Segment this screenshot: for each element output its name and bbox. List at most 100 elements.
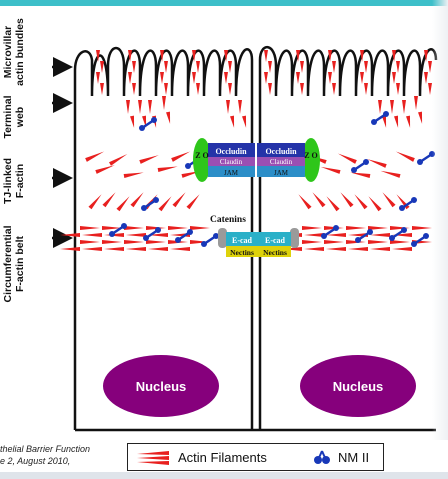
circumferential-filament	[82, 233, 102, 237]
microvillar-filament	[392, 50, 396, 62]
nectin-label-right: Nectins	[263, 248, 287, 257]
microvillar-filament	[96, 50, 100, 62]
tj-actin-filament	[337, 153, 357, 164]
tj-linked-actin	[85, 151, 415, 212]
circumferential-filament	[392, 233, 412, 237]
myosin-motor	[399, 197, 417, 211]
circumferential-filament	[412, 226, 432, 230]
microvillar-filament	[296, 50, 300, 62]
adherens-junction-complex: Catenins E-cad E-cad Nectins Nectins	[210, 215, 299, 257]
tj-actin-filament	[312, 192, 326, 208]
tj-actin-filament	[395, 151, 415, 162]
microvillar-filament	[328, 50, 332, 62]
circumferential-filament	[60, 233, 80, 237]
nucleus-left	[103, 355, 219, 417]
terminal-web-filament	[390, 100, 394, 114]
microvillar-filament	[364, 61, 368, 73]
nucleus-label-left: Nucleus	[136, 379, 187, 394]
microvillar-filament	[264, 72, 268, 84]
catenin-plug-left	[218, 228, 227, 248]
catenin-plug-right	[290, 228, 299, 248]
jam-right	[257, 166, 305, 177]
tj-actin-filament	[130, 192, 144, 208]
circumferential-filament	[102, 226, 122, 230]
microvillar-filament	[100, 61, 104, 73]
microvillar-filament	[360, 72, 364, 84]
claudin-left	[208, 157, 255, 166]
myosin-motor	[355, 229, 373, 243]
ecad-left	[226, 232, 259, 246]
microvillar-filament	[196, 61, 200, 73]
tj-actin-filament	[326, 196, 340, 212]
microvillar-actin-bundles-left	[96, 50, 232, 95]
microvillar-filament	[132, 61, 136, 73]
circumferential-filament	[346, 226, 366, 230]
tj-actin-filament	[350, 172, 371, 178]
microvillar-filament	[128, 72, 132, 84]
microvillar-filament	[132, 83, 136, 95]
circumferential-filament	[124, 240, 144, 244]
circumferential-filament	[368, 226, 388, 230]
circumferential-filament	[370, 233, 390, 237]
microvillar-filament	[296, 72, 300, 84]
legend: Actin Filaments NM II	[127, 443, 384, 471]
circumferential-filament	[168, 226, 188, 230]
microvillar-filament	[224, 50, 228, 62]
source-line-1: thelial Barrier Function	[0, 444, 91, 454]
microvillar-filament	[268, 83, 272, 95]
circumferential-filament	[80, 226, 100, 230]
microvillar-filament	[332, 83, 336, 95]
tj-actin-filament	[171, 151, 191, 162]
terminal-web-filament	[130, 115, 135, 128]
microvillar-filament	[396, 83, 400, 95]
microvillar-filament	[424, 72, 428, 84]
terminal-web-filament	[414, 96, 418, 110]
zo-label-left: Z O	[195, 151, 209, 160]
microvillar-filament	[364, 83, 368, 95]
terminal-web-filament	[148, 100, 152, 114]
tj-actin-filament	[116, 196, 130, 212]
circumferential-filament	[302, 240, 322, 244]
circumferential-filament	[370, 247, 390, 251]
circumferential-filament	[302, 226, 322, 230]
tight-junction-complex: Z O Z O Occludin Occludin Claudin Claudi…	[193, 138, 320, 182]
terminal-web-filament	[418, 111, 423, 124]
source-line-2: e 2, August 2010,	[0, 456, 71, 466]
circumferential-filament	[348, 247, 368, 251]
microvillar-filament	[128, 50, 132, 62]
circumferential-filament	[148, 233, 168, 237]
microvillar-filament	[164, 61, 168, 73]
legend-actin-label: Actin Filaments	[178, 450, 267, 465]
left-cell-outline	[73, 46, 254, 430]
microvillar-filament	[396, 61, 400, 73]
myosin-motor	[411, 233, 429, 247]
terminal-web-filament	[126, 100, 130, 114]
myosin-motor	[321, 225, 339, 239]
terminal-web-filament	[406, 115, 411, 128]
tj-actin-filament	[368, 196, 382, 212]
circumferential-filament	[304, 247, 324, 251]
circumferential-filament	[126, 233, 146, 237]
claudin-label-right: Claudin	[270, 158, 293, 166]
terminal-web-filament	[226, 100, 230, 114]
circumferential-filament	[324, 240, 344, 244]
tj-actin-filament	[95, 165, 115, 174]
tj-actin-filament	[320, 166, 341, 174]
myosin-motor	[371, 111, 389, 125]
circumferential-filament	[104, 247, 124, 251]
source-citation: thelial Barrier Function e 2, August 201…	[0, 443, 90, 467]
circumferential-filament	[390, 240, 410, 244]
ecad-label-left: E-cad	[232, 236, 253, 245]
zo-label-right: Z O	[304, 151, 318, 160]
microvillar-filament	[300, 61, 304, 73]
microvillar-filament	[300, 83, 304, 95]
nucleus-right	[300, 355, 416, 417]
terminal-web-filament	[162, 96, 166, 110]
tj-actin-filament	[380, 170, 401, 178]
circumferential-filament	[190, 226, 210, 230]
occludin-left	[208, 143, 255, 157]
microvillar-filament	[328, 72, 332, 84]
